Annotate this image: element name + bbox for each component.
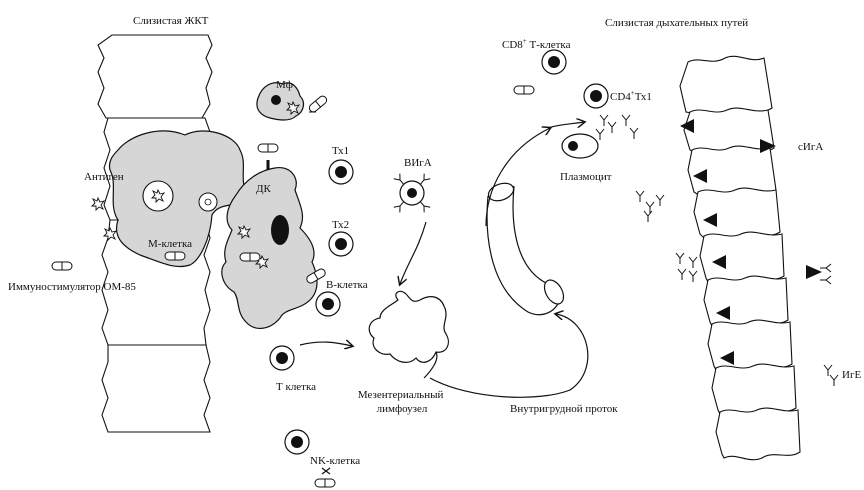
capsule-icon <box>240 253 260 261</box>
b-cell <box>316 292 340 316</box>
nk-cell-label: NK-клетка <box>310 455 360 467</box>
lymph-node-label: Мезентериальный лимфоузел <box>358 389 446 415</box>
b-cell-label: В-клетка <box>326 279 368 291</box>
arrow-icon <box>400 222 426 284</box>
antibody-icon <box>820 276 831 284</box>
antibody-icon <box>622 115 630 126</box>
plasmocyte-label: Плазмоцит <box>560 171 612 183</box>
antibody-icon <box>656 195 664 206</box>
airway-epithelium <box>680 56 800 459</box>
mesenteric-lymph-node <box>369 291 448 362</box>
cd4-th1-label: CD4+Тх1 <box>610 89 652 103</box>
th2-label: Тх2 <box>332 219 349 231</box>
iga-cell <box>394 174 431 213</box>
antibody-icon <box>820 264 831 272</box>
antibody-icon <box>644 211 652 222</box>
antibody-icon <box>596 129 604 140</box>
antibody-icon <box>608 122 616 133</box>
cd8-t-cell-label: CD8+ Т-клетка <box>502 37 571 51</box>
nk-granule-icon <box>322 468 330 474</box>
ige-label: ИгЕ <box>842 369 861 381</box>
antibody-icon <box>636 191 644 202</box>
th2-cell <box>329 232 353 256</box>
siga-marker-icon <box>806 265 822 279</box>
airway-mucosa-heading: Слизистая дыхательных путей <box>605 17 748 29</box>
m-cell-label: М-клетка <box>148 238 192 250</box>
thoracic-duct-tube <box>486 180 567 315</box>
iga-label: ВИгА <box>404 157 432 169</box>
plasmocyte-cell <box>562 134 598 158</box>
dc-label: ДК <box>256 183 272 195</box>
antibody-icon <box>676 253 684 264</box>
capsule-icon <box>308 95 328 114</box>
antibody-icon <box>830 375 838 386</box>
arrow-icon <box>486 128 550 226</box>
antibody-icon <box>646 202 654 213</box>
antibody-icon <box>824 365 832 376</box>
immunostimulator-label: Иммуностимулятор ОМ-85 <box>8 281 136 293</box>
arrow-icon <box>430 314 588 397</box>
t-cell <box>270 346 294 370</box>
arrow-icon <box>300 342 352 346</box>
antigen-label: Антиген <box>84 171 124 183</box>
gut-mucosa-heading: Слизистая ЖКТ <box>133 15 209 27</box>
capsule-icon <box>315 479 335 487</box>
cd4-th1-cell <box>584 84 608 108</box>
capsule-icon <box>165 252 185 260</box>
antibody-icon <box>689 257 697 268</box>
antibody-icon <box>678 269 686 280</box>
siga-label: сИгА <box>798 141 823 153</box>
capsule-icon <box>514 86 534 94</box>
th1-label: Тх1 <box>332 145 349 157</box>
t-cell-label: Т клетка <box>276 381 316 393</box>
th1-cell <box>329 160 353 184</box>
antibody-icon <box>630 128 638 139</box>
antibody-icon <box>689 271 697 282</box>
arrow-icon <box>548 122 584 128</box>
nk-cell <box>285 430 309 454</box>
antigen-icon <box>92 198 104 210</box>
thoracic-duct-label: Внутригрудной проток <box>510 403 618 415</box>
cd8-t-cell <box>542 50 566 74</box>
macrophage-label: Мф <box>276 79 293 91</box>
capsule-icon <box>258 144 278 152</box>
capsule-icon <box>52 262 72 270</box>
antibody-icon <box>600 115 608 126</box>
